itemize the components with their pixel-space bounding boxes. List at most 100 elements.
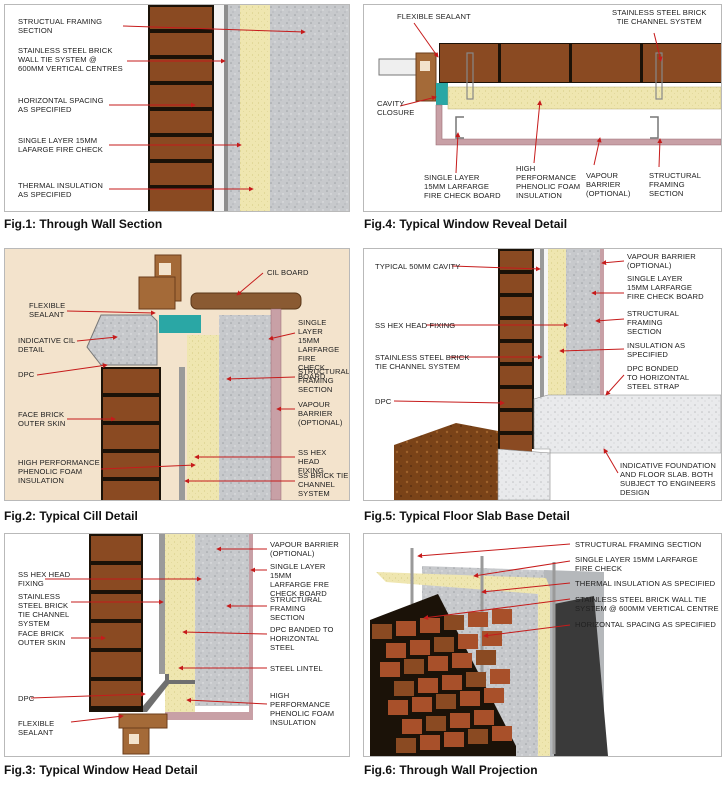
brick <box>91 681 141 706</box>
leader-lines <box>109 25 306 192</box>
insulation <box>447 86 721 110</box>
brick <box>386 643 406 658</box>
brick <box>500 343 532 362</box>
brick <box>484 688 504 703</box>
fig2-drawing <box>36 254 302 500</box>
fig5-caption: Fig.5: Typical Floor Slab Base Detail <box>364 509 570 523</box>
cavity-closure <box>159 315 201 333</box>
cil-board <box>190 292 302 310</box>
label-framing: STRUCTURAL FRAMING SECTION <box>649 171 702 198</box>
fig6-drawing <box>370 543 608 756</box>
label-dpc: DPC <box>18 694 35 703</box>
brick <box>103 453 159 477</box>
brick-block <box>370 594 516 756</box>
label-framing: STRUCTURAL FRAMING SECTION <box>298 367 350 394</box>
fire-check-board <box>195 534 249 706</box>
steel-lintel <box>143 674 195 712</box>
label-insulation: INSULATION AS SPECIFIED <box>627 341 686 359</box>
brick-wall <box>101 367 161 500</box>
label-indicative-cil: INDICATIVE CIL DETAIL <box>18 336 76 354</box>
brick <box>500 412 532 431</box>
insulation <box>165 534 195 712</box>
fire-check-board <box>228 5 240 211</box>
tie-channel <box>179 367 185 500</box>
board-return <box>165 712 253 720</box>
label-face-brick: FACE BRICK OUTER SKIN <box>18 410 66 428</box>
label-dpc: DPC <box>18 370 35 379</box>
brick <box>380 662 400 677</box>
brick <box>434 637 454 652</box>
label-tie-channel: STAINLESS STEEL BRICK TIE CHANNEL SYSTEM <box>18 592 70 628</box>
label-hex-fixing: SS HEX HEAD FIXING <box>298 448 327 475</box>
brick <box>420 735 440 750</box>
brick <box>500 435 532 454</box>
tie-channel <box>540 249 544 399</box>
tie-channel <box>224 5 228 211</box>
brick <box>444 615 464 630</box>
brick <box>474 710 494 725</box>
label-phenolic: HIGH PERFORMANCE PHENOLIC FOAM INSULATIO… <box>270 691 335 727</box>
foundation <box>497 448 551 500</box>
label-cavity-closure: CAVITY CLOSURE <box>377 99 415 117</box>
label-lintel: STEEL LINTEL <box>270 664 323 673</box>
brick <box>492 609 512 624</box>
backing-dark <box>554 596 608 756</box>
label-face-brick: FACE BRICK OUTER SKIN <box>18 629 66 647</box>
brick <box>150 163 212 185</box>
label-framing: STRUCTURAL FRAMING SECTION <box>270 595 323 622</box>
fire-check-board <box>435 104 721 146</box>
brick <box>404 659 424 674</box>
label-insulation: THERMAL INSULATION AS SPECIFIED <box>18 181 103 199</box>
leader-lines <box>399 22 663 174</box>
brick <box>396 738 416 753</box>
label-phenolic: HIGH PERFORMANCE PHENOLIC FOAM INSULATIO… <box>18 458 100 485</box>
insulation <box>187 335 219 500</box>
brick <box>482 631 502 646</box>
label-hex-fixing: SS HEX HEAD FIXING <box>375 321 456 330</box>
label-phenolic: HIGH PERFORMANCE PHENOLIC FOAM INSULATIO… <box>516 164 581 200</box>
leader-lines <box>393 260 625 474</box>
brick <box>490 669 510 684</box>
brick <box>500 366 532 385</box>
brick <box>91 565 141 590</box>
fig5-drawing <box>393 249 721 500</box>
label-dpc-bonded: DPC BONDED TO HORIZONTAL STEEL STRAP <box>627 364 690 391</box>
brick <box>150 7 212 29</box>
brick <box>103 397 159 421</box>
brick <box>103 369 159 393</box>
brick <box>468 612 488 627</box>
brick <box>476 650 496 665</box>
framing-channels <box>455 116 659 139</box>
label-flexible-sealant: FLEXIBLE SEALANT <box>397 12 471 21</box>
brick <box>372 624 392 639</box>
label-vapour: VAPOUR BARRIER (OPTIONAL) <box>270 540 339 558</box>
label-fire-check: SINGLE LAYER 15MM LARFARGE FIRE CHECK <box>575 555 698 573</box>
label-wall-tie: STAINLESS STEEL BRICK WALL TIE SYSTEM @ … <box>575 595 719 613</box>
tie-channel <box>159 534 165 674</box>
brick <box>91 536 141 561</box>
brick <box>500 320 532 339</box>
label-vapour: VAPOUR BARRIER (OPTIONAL) <box>298 400 343 427</box>
fig6-panel: STRUCTURAL FRAMING SECTION SINGLE LAYER … <box>363 533 722 757</box>
brick <box>91 623 141 648</box>
label-fire-check: SINGLE LAYER 15MM LARFARGE FIRE CHECK BO… <box>298 318 340 381</box>
fig2-caption: Fig.2: Typical Cill Detail <box>4 509 138 523</box>
brick <box>458 634 478 649</box>
fig4-panel: FLEXIBLE SEALANT STAINLESS STEEL BRICK T… <box>363 4 722 212</box>
brick <box>428 656 448 671</box>
brick <box>500 389 532 408</box>
label-tie-channel: STAINLESS STEEL BRICK TIE CHANNEL SYSTEM <box>375 353 470 371</box>
label-spacing: HORIZONTAL SPACING AS SPECIFIED <box>575 620 716 629</box>
insulation <box>548 249 566 395</box>
brick <box>150 111 212 133</box>
window-frame <box>118 713 168 755</box>
label-framing: STRUCTUAL FRAMING SECTION <box>18 17 103 35</box>
brick <box>420 618 440 633</box>
brick <box>103 481 159 500</box>
brick-wall <box>148 5 214 211</box>
fig4-drawing <box>378 22 721 174</box>
brick <box>500 274 532 293</box>
brick <box>394 681 414 696</box>
floor-slab <box>533 394 721 454</box>
brick <box>500 297 532 316</box>
